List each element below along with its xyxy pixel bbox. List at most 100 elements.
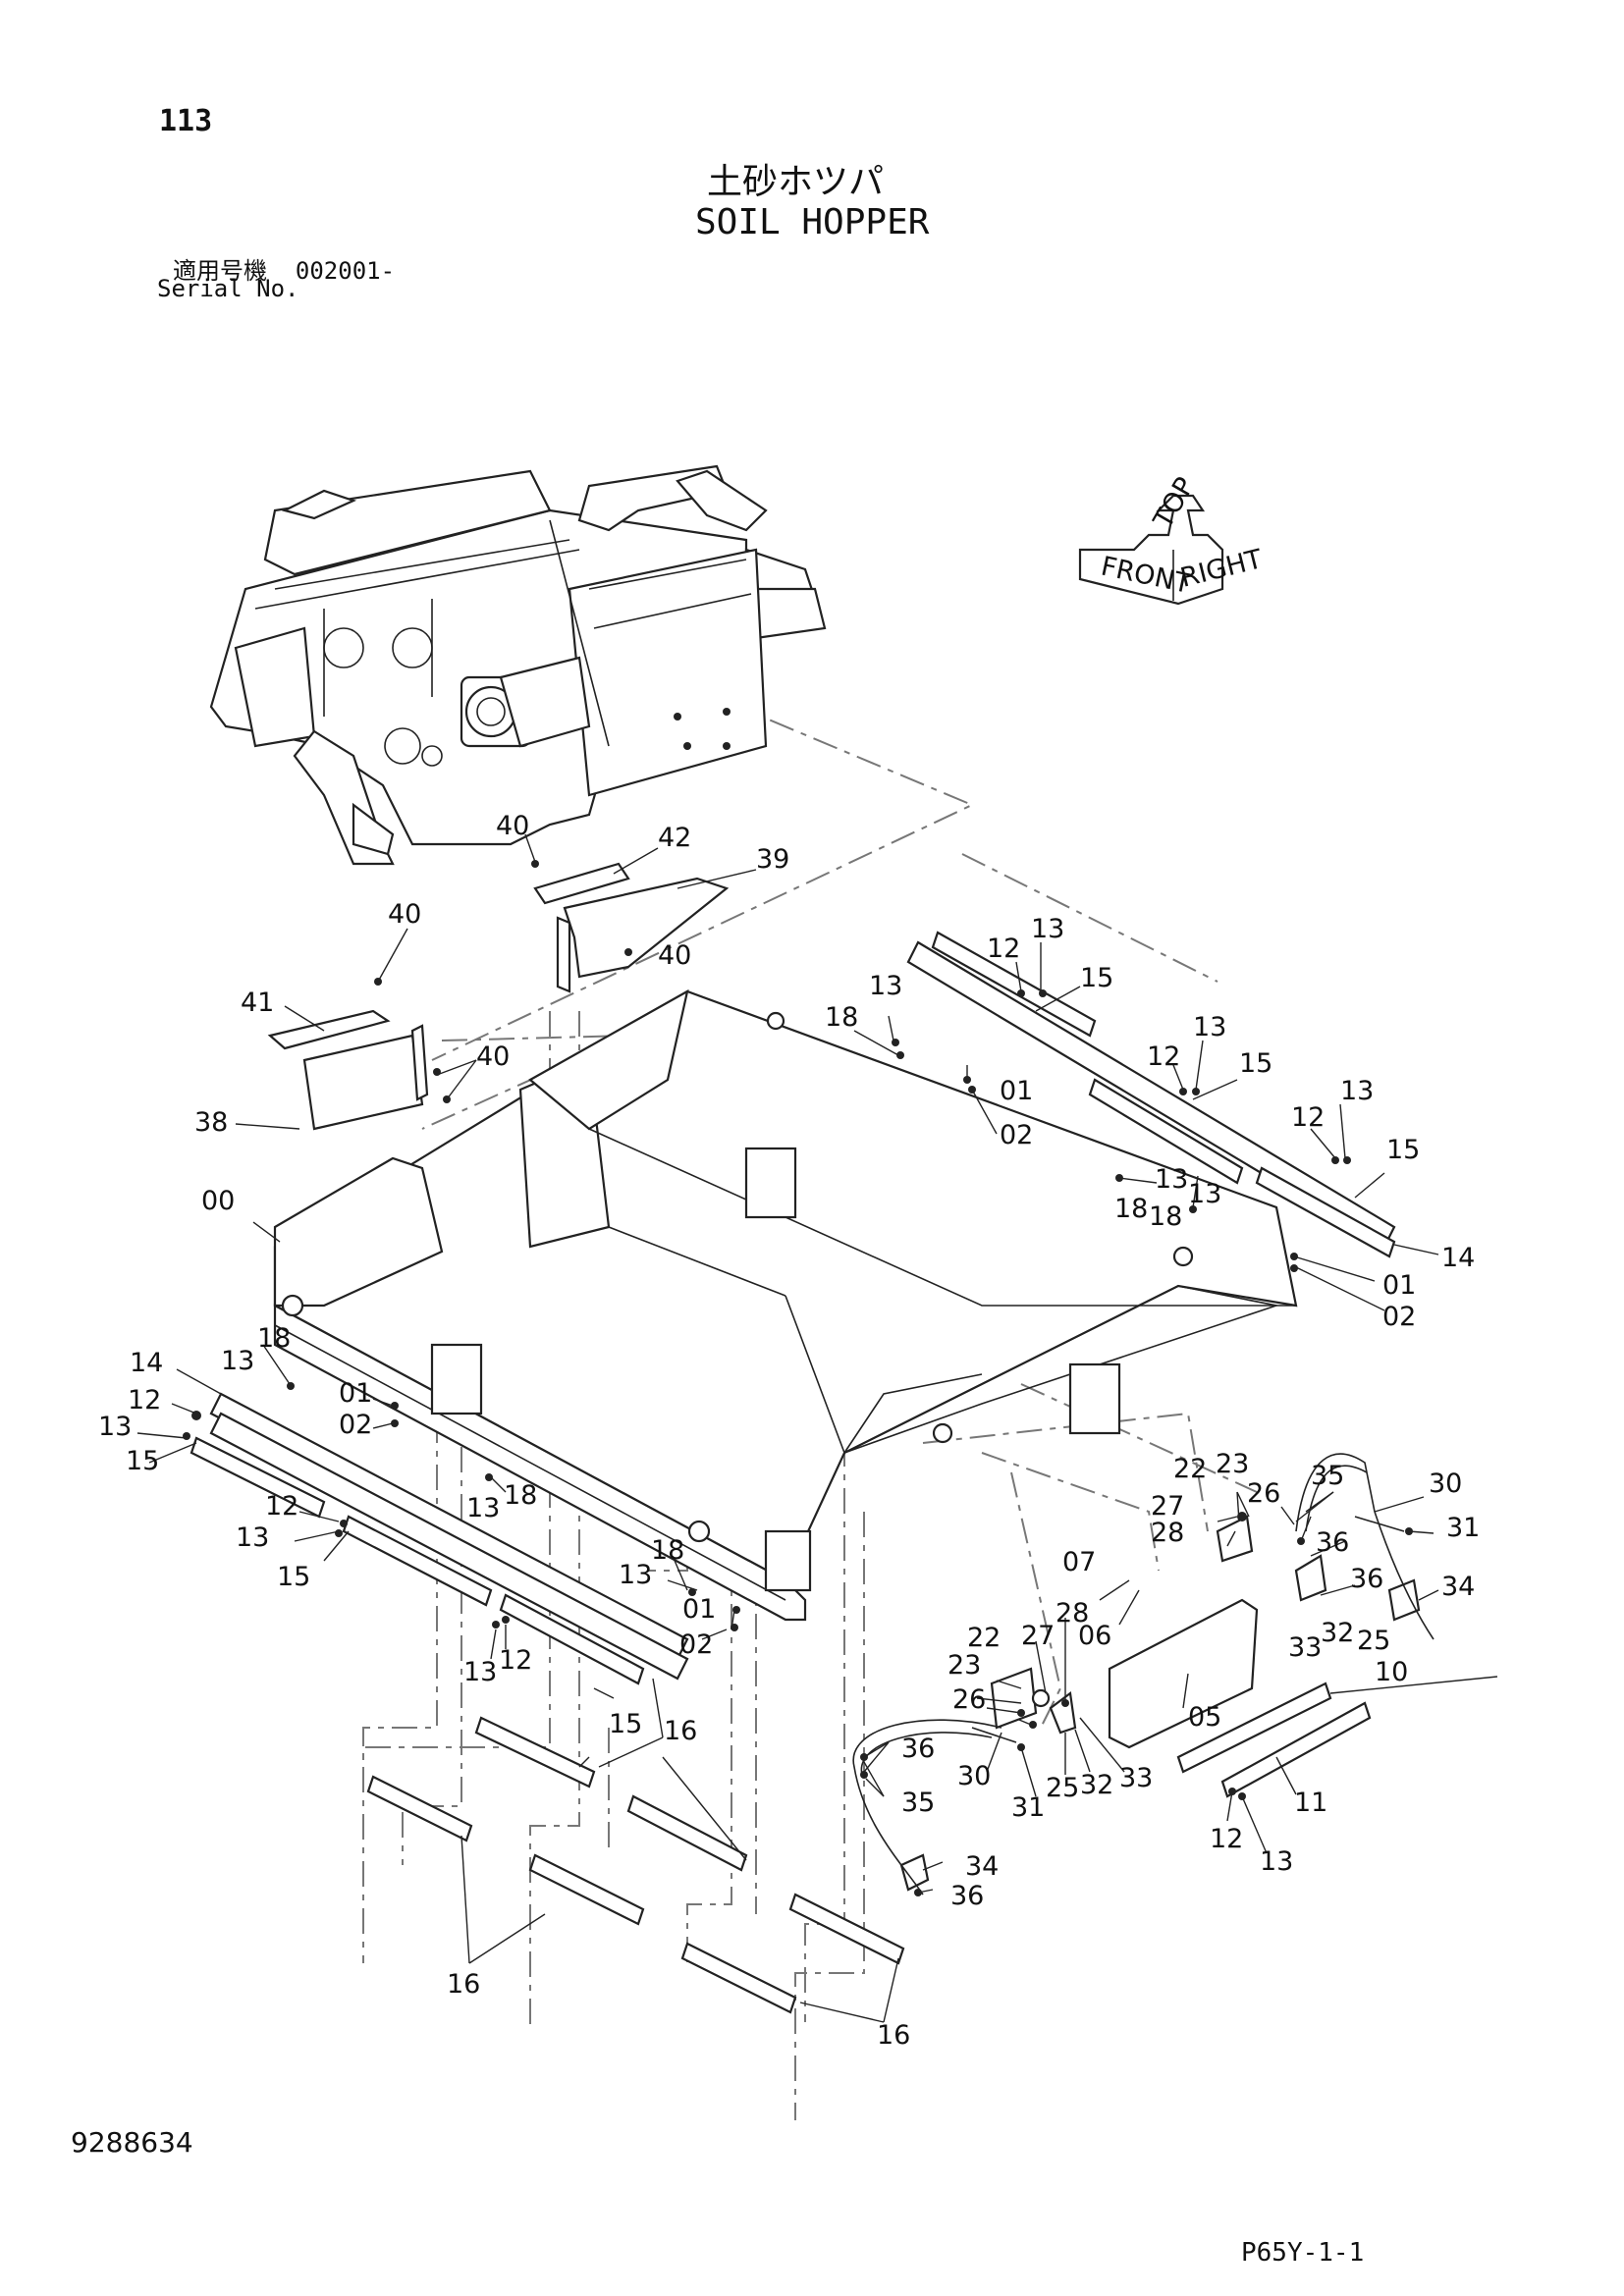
callout-06: 06 [1078,1621,1111,1651]
callout-13: 13 [1260,1846,1293,1877]
callout-05: 05 [1188,1702,1221,1733]
callout-13: 13 [619,1560,652,1590]
callout-36: 36 [901,1734,935,1764]
serial-label-english: Serial No. [157,275,299,302]
callout-12: 12 [128,1385,161,1415]
callout-35: 35 [901,1788,935,1818]
callout-12: 12 [1210,1824,1243,1854]
callout-01: 01 [1000,1076,1033,1106]
cable-assemblies [852,1453,1435,1896]
callout-15: 15 [1239,1048,1272,1079]
callout-01: 01 [1382,1270,1416,1301]
callout-10: 10 [1375,1657,1408,1687]
callout-36: 36 [950,1881,984,1911]
callout-27: 27 [1151,1491,1184,1522]
bracket-39 [563,877,730,979]
callout-18: 18 [504,1480,537,1511]
callout-13: 13 [1193,1012,1226,1042]
callout-13: 13 [466,1493,500,1523]
callout-18: 18 [825,1002,858,1033]
rear-plate-05 [1108,1598,1259,1749]
bracket-41 [267,1009,391,1050]
callout-34: 34 [965,1851,999,1882]
callout-13: 13 [98,1412,132,1442]
callout-42: 42 [658,823,691,853]
strip-11 [1220,1701,1372,1798]
callout-18: 18 [257,1323,291,1354]
callout-13: 13 [869,971,902,1001]
callout-12: 12 [265,1491,298,1522]
callout-13: 13 [1188,1179,1221,1209]
document-number: 9288634 [71,2126,193,2159]
callout-14: 14 [130,1348,163,1378]
orientation-marker: FRONT RIGHT TOP [1078,472,1266,606]
callout-01: 01 [339,1378,372,1409]
callout-33: 33 [1288,1632,1322,1663]
callout-25: 25 [1357,1626,1390,1656]
page-number: 113 [159,104,213,138]
bracket-38 [302,1034,424,1131]
callout-13: 13 [1031,914,1064,944]
bracket-42 [533,862,630,905]
callout-12: 12 [499,1645,532,1676]
soil-hopper-body [273,988,1298,1622]
callout-14: 14 [1441,1243,1475,1273]
callout-16: 16 [664,1716,697,1746]
callout-22: 22 [967,1623,1001,1653]
callout-02: 02 [339,1410,372,1440]
callout-02: 02 [1000,1120,1033,1150]
callout-40: 40 [658,940,691,971]
callout-00: 00 [201,1186,235,1216]
strip-10 [1176,1682,1332,1774]
callout-11: 11 [1294,1788,1327,1818]
callout-28: 28 [1056,1598,1089,1629]
callout-16: 16 [877,2020,910,2051]
callout-35: 35 [1311,1461,1344,1491]
callout-41: 41 [241,988,274,1018]
latch-34-left [899,1853,930,1892]
callout-30: 30 [1429,1468,1462,1499]
callout-40: 40 [496,811,529,841]
callout-15: 15 [126,1446,159,1476]
callout-07: 07 [1062,1547,1096,1577]
callout-22: 22 [1173,1454,1207,1484]
callout-02: 02 [679,1629,713,1660]
page-code: P65Y-1-1 [1241,2238,1365,2268]
callout-32: 32 [1321,1618,1354,1648]
left-seal-strips [189,1392,689,1685]
callout-30: 30 [957,1761,991,1791]
callout-18: 18 [651,1535,684,1566]
callout-32: 32 [1080,1770,1113,1800]
callout-13: 13 [1340,1076,1374,1106]
bracket-parts [267,862,730,1131]
callout-12: 12 [987,934,1020,964]
right-seal-strips [906,931,1396,1258]
callout-13: 13 [221,1346,254,1376]
callout-40: 40 [476,1041,510,1072]
leader-lines [136,833,1498,2023]
machine-frame [209,464,827,866]
callout-26: 26 [1247,1478,1280,1509]
callout-13: 13 [463,1657,497,1687]
callout-27: 27 [1021,1621,1055,1651]
callout-12: 12 [1291,1102,1325,1133]
callout-01: 01 [682,1594,716,1625]
title-japanese: 土砂ホツパ [707,162,885,202]
callout-18: 18 [1114,1194,1148,1224]
lower-seal-strips [366,1716,905,2014]
callout-28: 28 [1151,1518,1184,1548]
callout-34: 34 [1441,1572,1475,1602]
callout-31: 31 [1011,1792,1045,1823]
callout-13: 13 [236,1522,269,1553]
serial-label-jp-text: 適用号機 [173,257,267,285]
callout-38: 38 [194,1107,228,1138]
callout-31: 31 [1446,1513,1480,1543]
callout-40: 40 [388,899,421,930]
callout-02: 02 [1382,1302,1416,1332]
callout-13: 13 [1155,1164,1188,1195]
callout-23: 23 [947,1650,981,1681]
callout-36: 36 [1350,1564,1383,1594]
callout-36: 36 [1316,1527,1349,1558]
callout-18: 18 [1149,1201,1182,1232]
